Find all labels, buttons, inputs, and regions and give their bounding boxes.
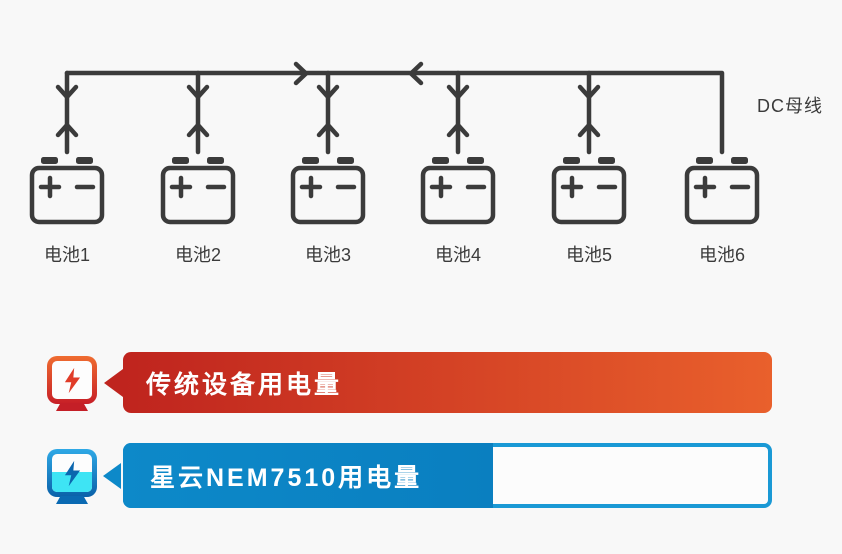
arrow-down-icon [446, 84, 470, 100]
arrow-down-icon [577, 84, 601, 100]
battery-label-4: 电池4 [434, 245, 481, 265]
dc-bus-wiring-diagram [0, 61, 842, 300]
nebula-consumption-track: 星云NEM7510用电量 [123, 443, 772, 508]
traditional-consumption-bar: 传统设备用电量 [123, 352, 772, 413]
arrow-up-icon [316, 122, 340, 138]
battery-label-3: 电池3 [304, 245, 351, 265]
monitor-screen [52, 361, 92, 399]
dc-bus-line [64, 70, 725, 155]
nebula-consumption-fill: 星云NEM7510用电量 [123, 443, 493, 508]
arrow-down-icon [316, 84, 340, 100]
battery-label-1: 电池1 [43, 245, 90, 265]
monitor-frame [47, 356, 97, 404]
arrow-up-icon [446, 122, 470, 138]
arrow-up-icon [55, 122, 79, 138]
nebula-device-icon [47, 449, 97, 504]
traditional-consumption-label: 传统设备用电量 [146, 370, 343, 399]
dc-bus-label: DC母线 [757, 96, 823, 116]
traditional-device-icon [47, 356, 97, 411]
battery-label-2: 电池2 [174, 245, 221, 265]
arrow-down-icon [55, 84, 79, 100]
screen-charge-level [52, 472, 92, 492]
battery-label-6: 电池6 [698, 245, 745, 265]
arrow-down-icon [186, 84, 210, 100]
arrow-up-icon [577, 122, 601, 138]
monitor-stand [56, 403, 88, 411]
nebula-consumption-label: 星云NEM7510用电量 [150, 463, 423, 492]
battery-label-5: 电池5 [565, 245, 612, 265]
lightning-bolt-icon [64, 460, 80, 486]
arrow-up-icon [186, 122, 210, 138]
arrow-right-icon [293, 61, 309, 86]
lightning-bolt-icon [64, 367, 80, 393]
arrow-left-icon [408, 61, 424, 86]
monitor-screen [52, 454, 92, 492]
monitor-stand [56, 496, 88, 504]
monitor-frame [47, 449, 97, 497]
